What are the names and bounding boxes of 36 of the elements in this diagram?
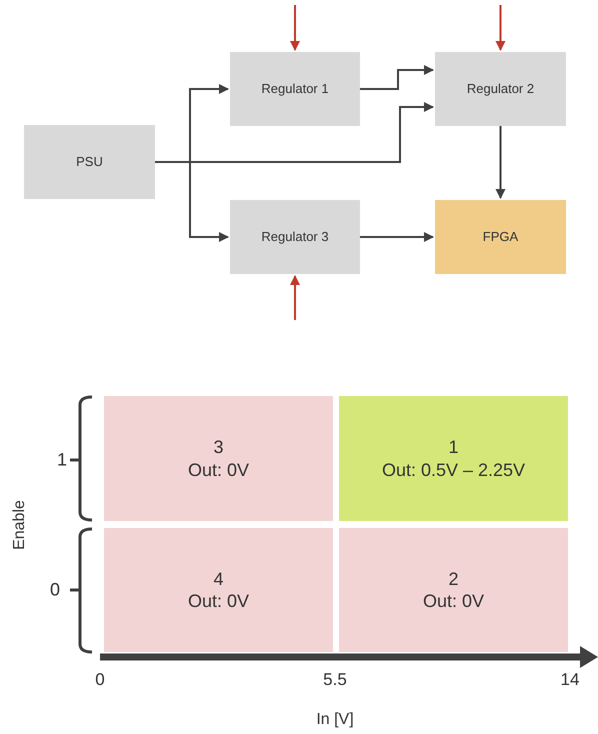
box-label: Out: 0.5V – 2.25V [382,458,526,481]
box-label: Regulator 3 [261,228,329,246]
box-label: Regulator 2 [466,80,534,98]
fpga-box [435,200,566,274]
tick-label: 14 [560,670,580,690]
box-label: Regulator 1 [261,80,329,98]
regulator-box [230,200,360,274]
tick-label: 1 [57,450,67,470]
box-label: Out: 0V [188,458,250,481]
regulator-box [230,52,360,126]
arrow [360,65,434,90]
box-label: Out: 0V [422,590,484,612]
arrow [155,161,229,242]
state-cell [339,528,568,652]
tick-label: 0 [95,670,105,690]
state-cell [339,396,568,521]
tick-label: 0 [50,580,60,600]
axis-title: Enable [11,500,29,550]
state-number: 3 [213,436,224,458]
arrow [290,275,300,320]
box-label: PSU [76,154,103,170]
state-number: 2 [448,568,458,590]
regulator-box [435,52,566,126]
state-cell [104,528,333,652]
state-number: 4 [213,568,224,590]
arrow [496,5,506,51]
axis-title: In [V] [316,711,354,729]
state-cell [104,396,333,521]
box-label: Out: 0V [188,590,250,612]
box-label: FPGA [482,228,518,246]
arrow [496,126,506,199]
tick-label: 5.5 [323,670,347,690]
power-supply-box [24,125,155,199]
arrow [290,5,300,51]
arrow [360,232,434,242]
state-number: 1 [448,436,458,458]
